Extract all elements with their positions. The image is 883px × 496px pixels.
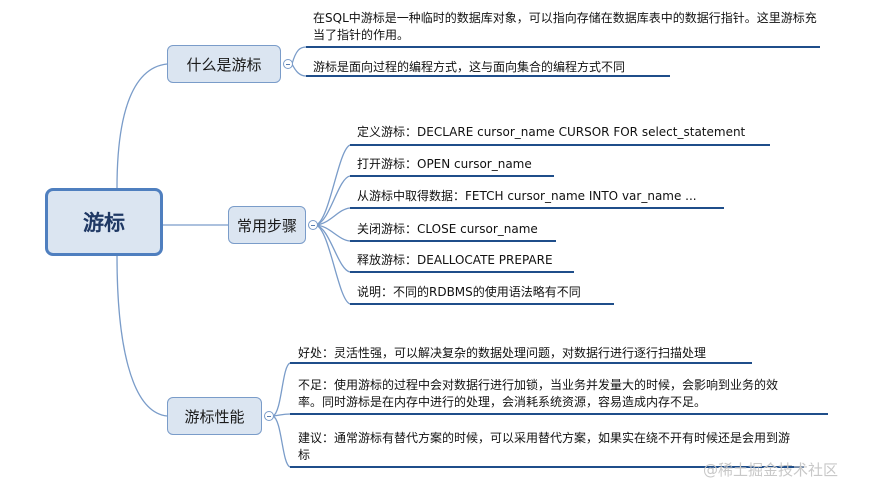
connector-b2-leaf-5 [315,224,351,273]
leaf-b2-5: 释放游标：DEALLOCATE PREPARE [357,253,553,267]
leaf-b1-2: 游标是面向过程的编程方式，这与面向集合的编程方式不同 [313,60,626,74]
leaf-b3-3: 建议：通常游标有替代方案的时候，可以采用替代方案，如果实在绕不开有时候还是会用到… [298,431,791,462]
leaf-underline [306,46,820,48]
branch-node-what-is-cursor[interactable]: 什么是游标 [167,45,281,83]
leaf-b1-1: 在SQL中游标是一种临时的数据库对象，可以指向存储在数据库表中的数据行指针。这里… [313,11,817,42]
leaf-underline [350,207,724,209]
leaf-underline [350,144,770,146]
leaf-underline [350,271,574,273]
connector-b2-leaf-6 [315,224,351,305]
leaf-underline [290,466,804,468]
collapse-toggle-icon[interactable] [264,411,274,421]
leaf-b2-6: 说明：不同的RDBMS的使用语法略有不同 [357,285,581,299]
leaf-b3-1: 好处：灵活性强，可以解决复杂的数据处理问题，对数据行进行逐行扫描处理 [298,346,707,360]
connector-root-branch-1 [116,63,168,189]
connector-b2-leaf-2 [315,175,351,226]
connector-root-branch-3 [116,255,168,417]
leaf-b2-4: 关闭游标：CLOSE cursor_name [357,222,538,236]
collapse-toggle-icon[interactable] [308,220,318,230]
leaf-underline [350,175,554,177]
connector-b1-leaf-2 [291,63,307,77]
watermark: @稀土掘金技术社区 [703,461,839,479]
connector-b2-leaf-3 [315,207,351,226]
leaf-b3-2: 不足：使用游标的过程中会对数据行进行加锁，当业务并发量大的时候，会影响到业务的效… [298,378,779,409]
connector-b2-leaf-1 [315,144,351,226]
leaf-underline [350,240,556,242]
collapse-toggle-icon[interactable] [283,59,293,69]
connector-b1-leaf-1 [291,46,307,65]
connector-b2-leaf-4 [315,224,351,242]
connector-b3-leaf-3 [272,415,291,468]
leaf-underline [306,75,670,77]
leaf-underline [290,413,828,415]
leaf-b2-3: 从游标中取得数据：FETCH cursor_name INTO var_name… [357,189,697,203]
leaf-underline [350,303,614,305]
leaf-b2-1: 定义游标：DECLARE cursor_name CURSOR FOR sele… [357,125,746,139]
connector-b3-leaf-2 [272,413,291,417]
branch-node-common-steps[interactable]: 常用步骤 [228,206,306,244]
root-node[interactable]: 游标 [45,188,163,256]
leaf-underline [290,362,752,364]
connector-b3-leaf-1 [272,362,291,417]
leaf-b2-2: 打开游标：OPEN cursor_name [357,157,532,171]
branch-node-cursor-performance[interactable]: 游标性能 [167,397,262,435]
